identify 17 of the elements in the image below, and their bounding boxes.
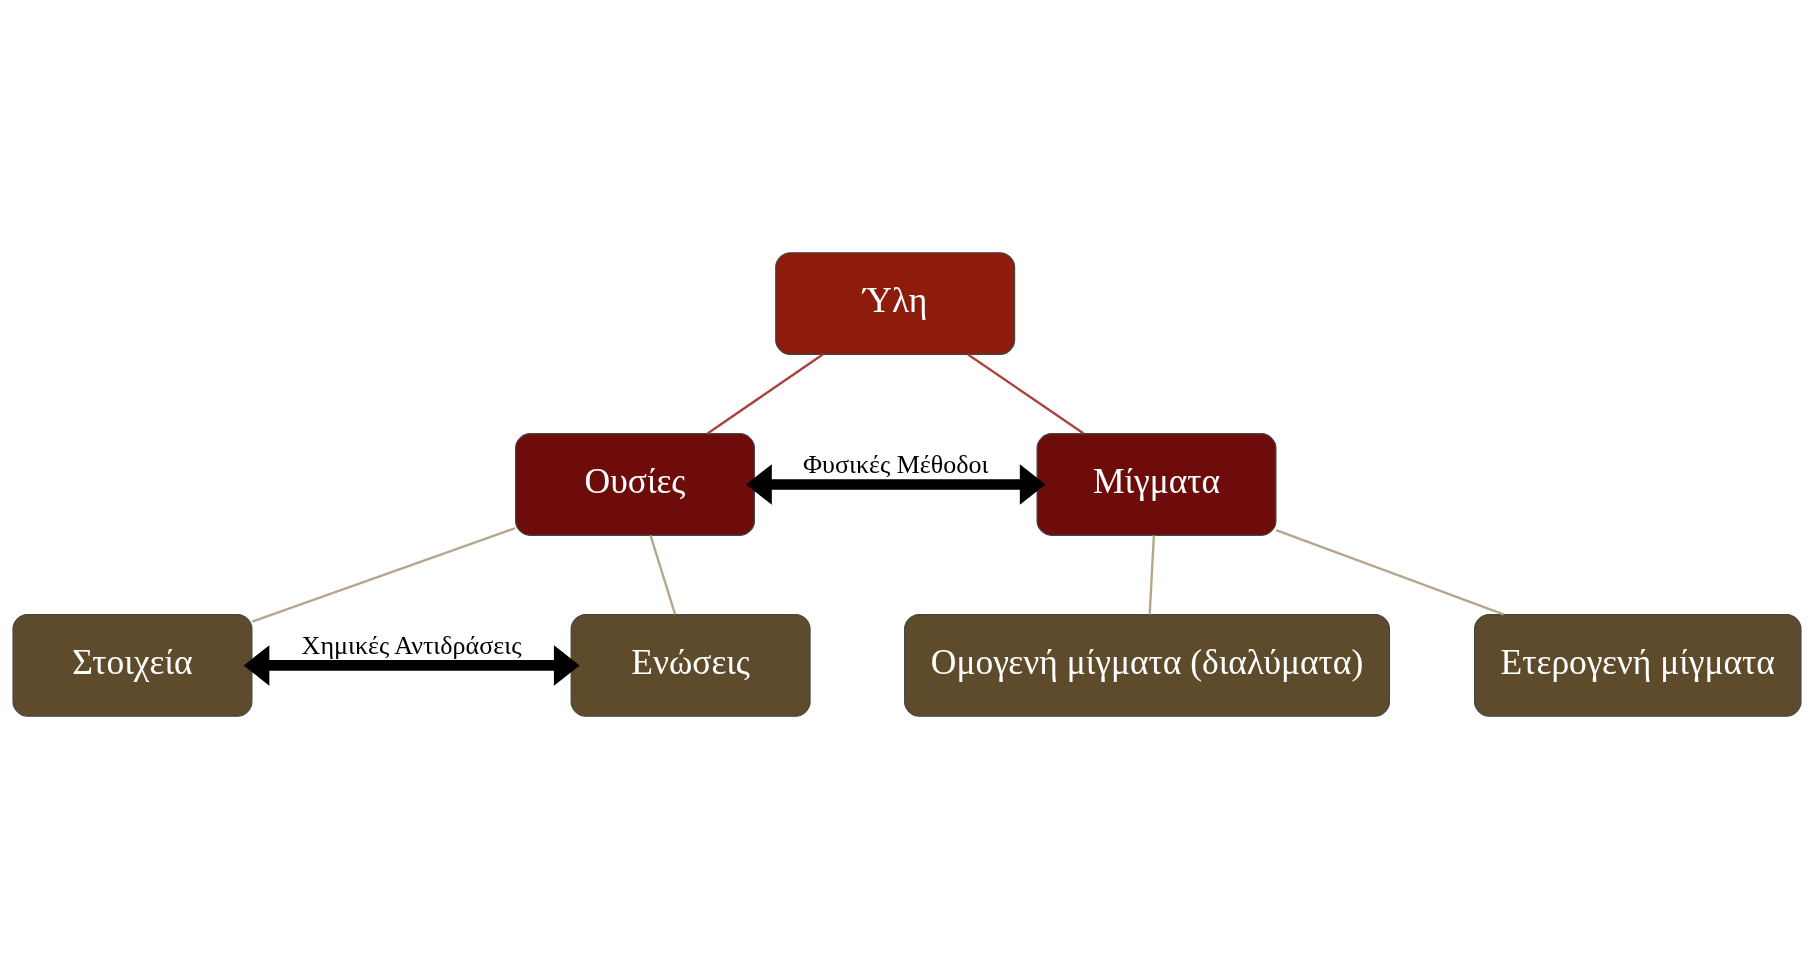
edge-label: Φυσικές Μέθοδοι [803,450,989,480]
node-box: Στοιχεία [12,614,253,717]
node-box: Ετερογενή μίγματα [1474,614,1802,717]
connector [1148,535,1156,615]
connector [649,535,677,615]
node-box: Μίγματα [1036,433,1277,536]
node-box: Ενώσεις [570,614,811,717]
node-box: Ομογενή μίγματα (διαλύματα) [904,614,1391,717]
connector [1275,528,1504,616]
arrow [243,645,580,686]
connector [706,353,824,435]
connector [967,353,1085,435]
connector [251,527,516,623]
node-box: Ουσίες [515,433,756,536]
node-box: Ύλη [775,252,1016,355]
edge-label: Χημικές Αντιδράσεις [301,631,522,661]
arrow [746,464,1046,505]
